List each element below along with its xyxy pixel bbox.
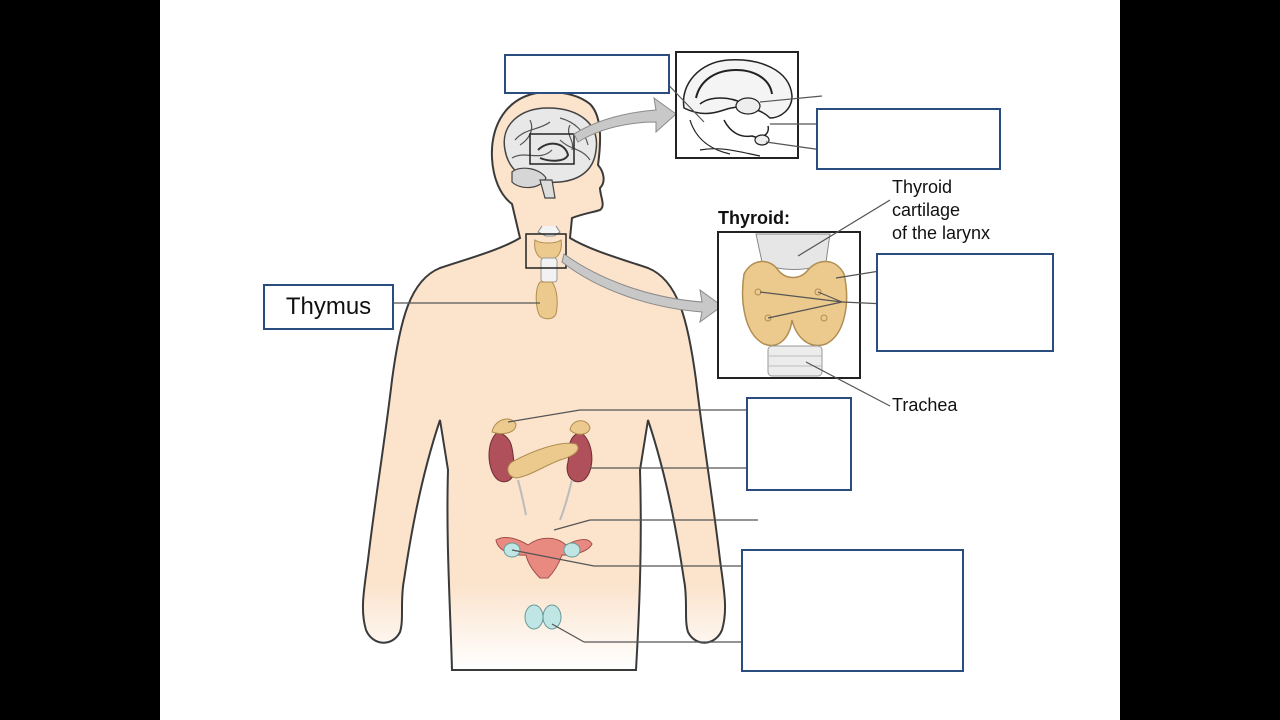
thyroid-parts-label-box[interactable] <box>876 253 1054 352</box>
pancreas <box>507 442 579 479</box>
thyroid-inset <box>717 231 861 379</box>
thyroid-cartilage-label-line1: Thyroid <box>892 177 953 197</box>
thymus-gland <box>535 281 558 320</box>
pituitary-label-box[interactable] <box>816 108 1001 170</box>
trachea-label: Trachea <box>892 395 958 415</box>
brain-inset <box>675 51 799 159</box>
abdominal-glands <box>488 418 593 521</box>
gonads-label-box[interactable] <box>741 549 964 672</box>
leader-lines <box>386 71 891 643</box>
neck-glands <box>525 225 567 320</box>
thyroid-zoom-frame <box>525 233 567 269</box>
thyroid-zoom-arrow <box>561 253 723 324</box>
adrenal-pancreas-label-box[interactable] <box>746 397 852 491</box>
thyroid-title: Thyroid: <box>718 208 790 228</box>
testis-right <box>542 604 562 630</box>
body-silhouette <box>361 90 727 671</box>
brain-zoom-frame <box>529 133 575 165</box>
thymus-label: Thymus <box>285 293 372 320</box>
brain-zoom-arrow <box>573 96 677 143</box>
thymus-label-box <box>263 284 394 330</box>
thyroid-cartilage-label-line3: of the larynx <box>892 223 991 243</box>
thyroid-cartilage-label-line2: cartilage <box>892 200 961 220</box>
testis-left <box>524 604 544 630</box>
hypothalamus-label-box[interactable] <box>504 54 670 94</box>
reproductive-glands <box>495 537 593 630</box>
brain <box>503 107 598 199</box>
